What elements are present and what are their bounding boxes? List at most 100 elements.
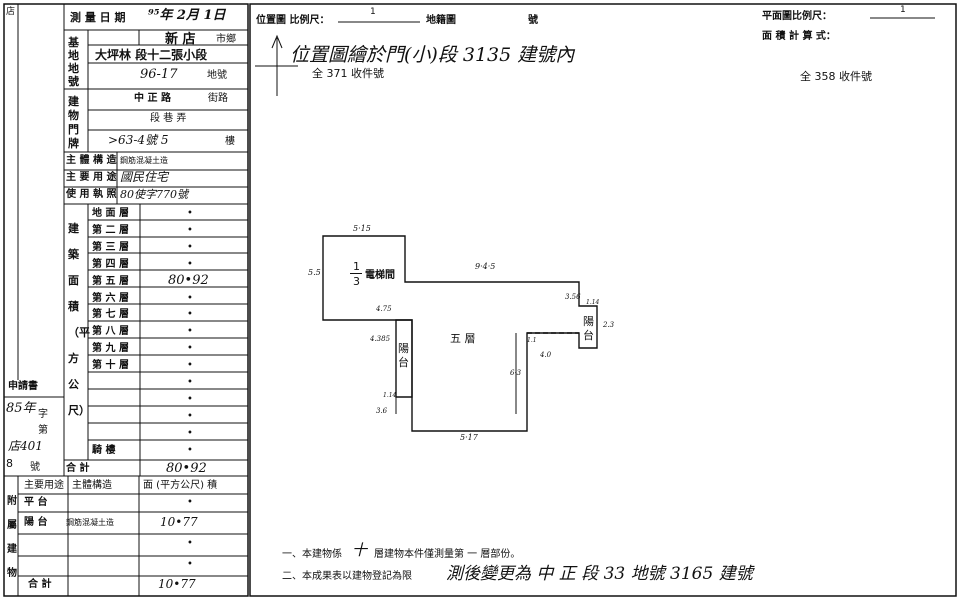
side-mark-top: 店 — [6, 7, 16, 17]
floor-area-value: • — [187, 410, 193, 422]
floor-area-value: 80•92 — [168, 272, 209, 288]
floor-label: 第 四 層 — [92, 258, 129, 270]
floor-label: 第 五 層 — [92, 275, 129, 287]
application-di: 第 — [38, 425, 48, 436]
floor-area-value: • — [187, 343, 193, 355]
attached-total-value: 10•77 — [158, 577, 196, 591]
road-value: 中 正 路 — [134, 93, 171, 104]
cadastral-label: 地籍圖 — [426, 15, 456, 26]
attached-side-label: 附屬建物 — [7, 496, 17, 579]
floor-area-value: • — [187, 377, 193, 388]
receipt-right: 全 358 收件號 — [800, 70, 872, 83]
attached-use: 平 台 — [24, 497, 48, 508]
stair-fraction-bottom: 3 — [353, 275, 360, 288]
road-suffix: 街路 — [208, 93, 228, 104]
attached-area: 10•77 — [160, 515, 198, 529]
floor-label: 第 九 層 — [92, 343, 129, 355]
land-no-suffix: 地號 — [207, 70, 227, 81]
floor-suffix: 樓 — [225, 136, 235, 147]
floor-label: 第 八 層 — [92, 326, 129, 338]
location-map-scale: 1 — [370, 7, 376, 17]
stair-label: 電梯間 — [365, 270, 395, 281]
dim-label: 5·17 — [460, 433, 478, 442]
application-no: 店401 — [8, 439, 43, 453]
footer-line2-hand: 測後變更為 中 正 段 33 地號 3165 建號 — [446, 564, 753, 584]
location-map-label: 位置圖 比例尺： — [256, 15, 330, 26]
house-no-value: >63-4號 5 — [108, 133, 169, 147]
attached-total-label: 合 計 — [28, 579, 52, 590]
dim-label: 4.0 — [540, 351, 552, 359]
dim-label: 5·15 — [353, 224, 371, 233]
attached-header-structure: 主體構造 — [72, 480, 112, 491]
fraction-bar — [350, 273, 362, 274]
floor-label: 第 七 層 — [92, 309, 129, 321]
floor-area-value: • — [187, 326, 193, 338]
structure-label: 主 體 構 造 — [66, 155, 117, 166]
floor-label: 第 十 層 — [92, 360, 129, 372]
attached-area: • — [187, 497, 193, 508]
number-label: 號 — [528, 15, 538, 26]
attached-header-area: 面 (平方公尺) 積 — [143, 480, 218, 491]
structure-value: 鋼筋混凝土造 — [120, 156, 168, 165]
total-label: 合 計 — [66, 463, 90, 474]
footer-line1-prefix: 一、本建物係 — [282, 549, 342, 560]
floor-area-value: • — [187, 292, 193, 304]
dim-label: 4.75 — [376, 305, 392, 313]
dim-label: 4.385 — [370, 335, 391, 343]
dim-label: 2.3 — [603, 321, 615, 329]
floor-area-value: • — [187, 208, 193, 219]
use-license-label: 使 用 執 照 — [66, 189, 117, 200]
survey-date-label: 測 量 日 期 — [70, 11, 126, 24]
dim-label: 3.56 — [565, 293, 581, 301]
floor-area-value: • — [187, 427, 193, 439]
floor-plan-outline — [322, 235, 598, 432]
dim-label: 6·3 — [510, 369, 522, 377]
side-mark-bottom: 8 — [6, 457, 13, 470]
attached-area: • — [187, 559, 193, 570]
floor-area-value: • — [187, 224, 193, 236]
area-calc-label: 面 積 計 算 式： — [762, 31, 836, 42]
dim-label: 3.6 — [376, 407, 388, 415]
lane-text: 段 巷 弄 — [150, 113, 187, 124]
application-zi: 字 — [38, 409, 48, 420]
floor-label: 第 二 層 — [92, 224, 129, 236]
floor-label: 騎 樓 — [92, 444, 116, 456]
floor-area-value: • — [187, 444, 193, 456]
floor-label: 第 三 層 — [92, 241, 129, 253]
attached-use: 陽 台 — [24, 517, 48, 528]
stair-fraction-top: 1 — [353, 260, 360, 273]
footer-line1-floors: 十 — [352, 541, 368, 559]
application-hao: 號 — [30, 462, 40, 473]
footer-line1-rest: 層建物本件僅測量第 一 層部份。 — [374, 549, 521, 560]
floor-area-value: • — [187, 360, 193, 372]
survey-date-value: ⁹⁵年 2月 1日 — [148, 8, 226, 23]
total-value: 80•92 — [166, 461, 207, 476]
dim-label: 1.14 — [383, 392, 397, 399]
balcony-left-label: 陽台 — [398, 342, 409, 369]
doorplate-label: 建物門牌 — [68, 95, 79, 150]
footer-line2-prefix: 二、本成果表以建物登記為限 — [282, 571, 412, 582]
plan-scale-value: 1 — [900, 5, 906, 15]
floor-label: 地 面 層 — [92, 208, 129, 219]
base-land-label: 基地地號 — [68, 36, 79, 88]
attached-structure: 鋼筋混凝土造 — [66, 518, 114, 527]
floor-area-value: • — [187, 258, 193, 270]
section-value: 大坪林 段十二張小段 — [95, 48, 208, 62]
floor-area-value: • — [187, 241, 193, 253]
attached-area: • — [187, 538, 193, 549]
application-label: 申請書 — [8, 381, 38, 392]
receipt-left: 全 371 收件號 — [312, 67, 384, 80]
dim-label: 9·4·5 — [475, 262, 496, 271]
floor-label: 第 六 層 — [92, 292, 129, 304]
plan-scale-label: 平面圖比例尺： — [762, 11, 832, 22]
city-value: 新 店 — [165, 32, 196, 47]
attached-header-use: 主要用途 — [24, 480, 64, 491]
balcony-right-label: 陽台 — [583, 315, 594, 342]
dim-label: 5.5 — [308, 268, 321, 277]
building-area-label: 建築面積（平方公尺） — [68, 222, 90, 417]
floor-label: 五 層 — [450, 332, 476, 345]
location-map-note: 位置圖繪於門(小)段 3135 建號內 — [290, 44, 575, 66]
dim-label: 1.14 — [586, 299, 600, 306]
land-no-value: 96-17 — [140, 67, 178, 82]
